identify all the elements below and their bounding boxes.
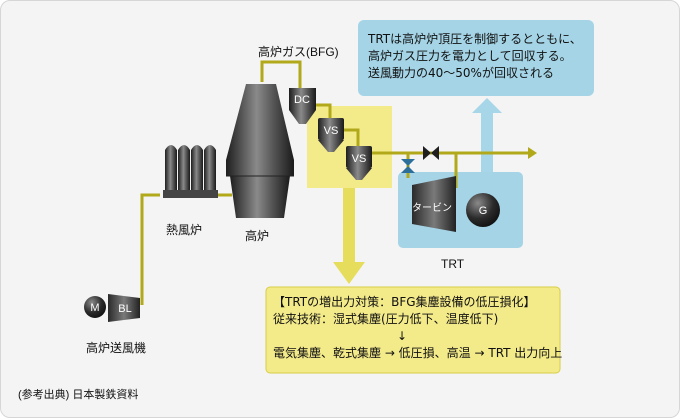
measure-line-2: 電気集塵、乾式集塵 → 低圧損、高温 → TRT 出力向上 [273,346,563,360]
pipe-arrowhead [528,147,537,159]
recovery-arrow [472,98,502,172]
measure-arrow: ↓ [397,329,408,343]
source-note: (参考出典) 日本製鉄資料 [18,387,138,401]
motor-shape [84,296,106,318]
hot-stove-label: 熱風炉 [166,223,202,237]
venturi-scrubber-1 [318,118,344,152]
generator-label: G [479,205,488,217]
info-line-1: TRTは高炉炉頂圧を制御するとともに、 [368,32,582,46]
measure-title: 【TRTの増出力対策：BFG集塵設備の低圧損化】 [273,295,536,309]
venturi-scrubber-2 [346,146,372,180]
control-valve [401,159,415,173]
bfg-label: 高炉ガス(BFG) [258,44,339,59]
trt-label: TRT [441,257,465,271]
turbine-shape [412,176,456,232]
blast-furnace-shape [226,84,294,218]
info-box-text: TRTは高炉炉頂圧を制御するとともに、 高炉ガス圧力を電力として回収する。 送風… [368,31,582,82]
info-box [358,20,594,96]
info-line-3: 送風動力の40～50%が回収される [368,66,554,80]
measure-line-1: 従来技術：湿式集塵(圧力低下、温度低下) [273,312,499,326]
motor-label: M [90,302,99,314]
turbine-label: タービン [412,202,452,214]
blast-furnace-label: 高炉 [245,228,269,243]
blower-caption: 高炉送風機 [86,340,146,355]
measure-box [265,286,561,374]
blower-shape [108,294,140,322]
dc-label: DC [294,94,310,106]
blower-label: BL [118,303,131,315]
vs1-label: VS [324,125,339,137]
improvement-arrow [333,188,365,284]
info-line-2: 高炉ガス圧力を電力として回収する。 [368,49,572,63]
measure-box-text: 【TRTの増出力対策：BFG集塵設備の低圧損化】 従来技術：湿式集塵(圧力低下、… [273,294,562,362]
bypass-valve [423,146,439,160]
vs2-label: VS [352,153,367,165]
dust-catcher [289,88,316,124]
hot-stove-towers [163,145,218,198]
generator-shape [466,193,500,227]
